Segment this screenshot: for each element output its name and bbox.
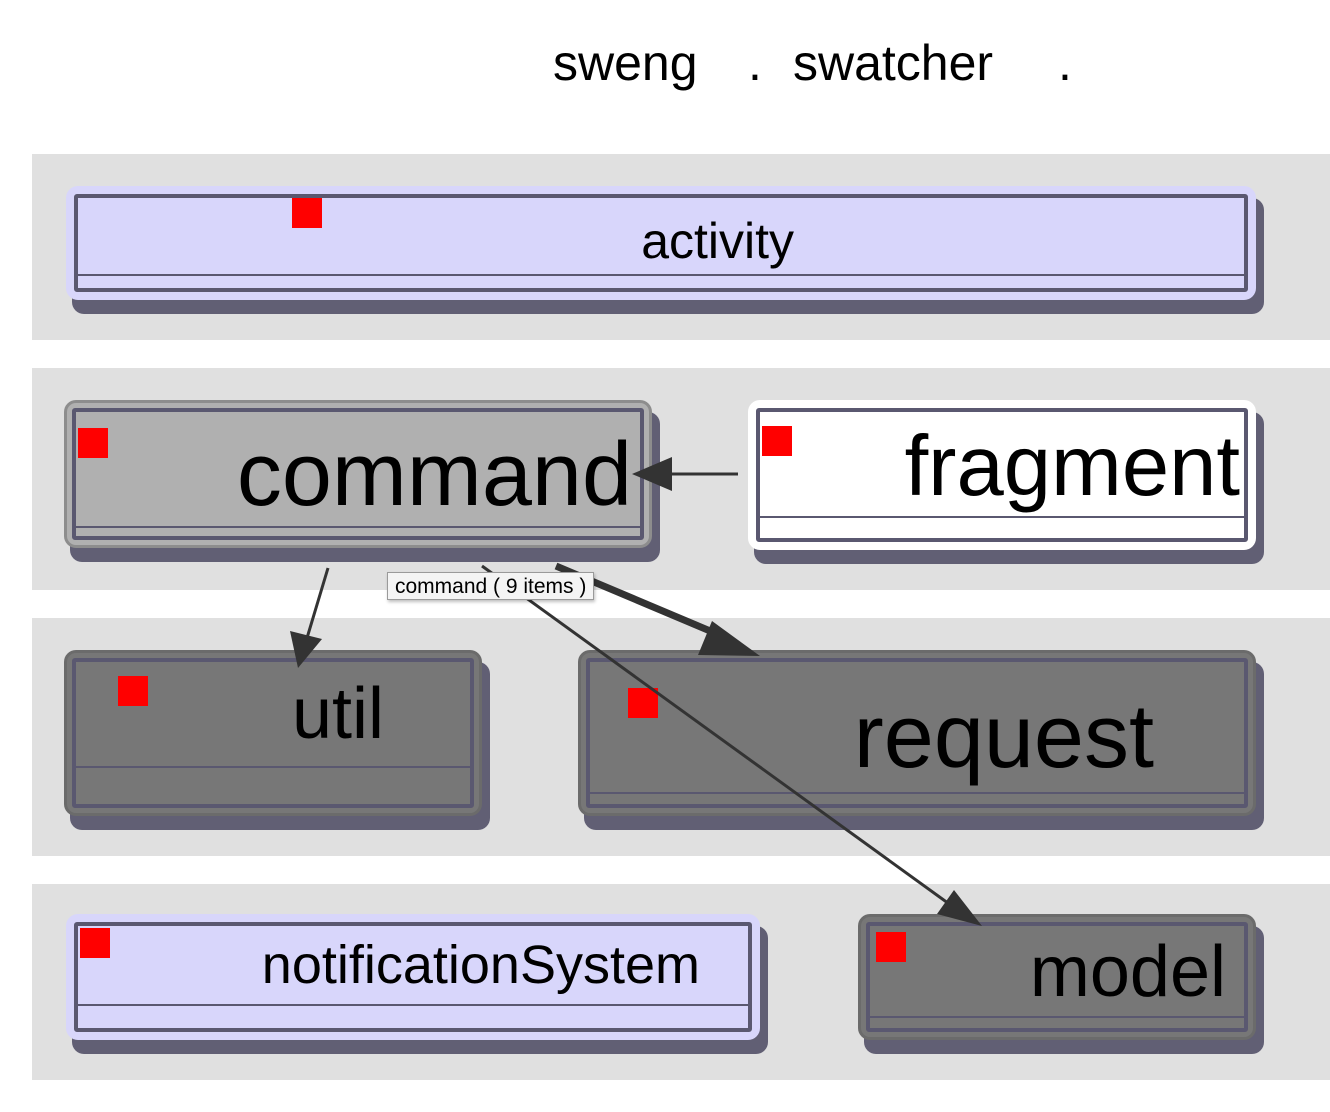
- package-label: model: [1029, 932, 1226, 1012]
- package-marker: [118, 676, 148, 706]
- package-label: notificationSystem: [261, 935, 700, 995]
- package-label: fragment: [904, 419, 1240, 514]
- package-label: request: [853, 687, 1154, 787]
- package-marker: [292, 198, 322, 228]
- package-command[interactable]: command: [64, 400, 660, 562]
- tooltip: command ( 9 items ): [387, 572, 595, 600]
- title-separator: .: [1058, 35, 1072, 91]
- title-segment-swatcher: swatcher: [793, 35, 994, 91]
- package-util[interactable]: util: [64, 650, 490, 830]
- package-marker: [876, 932, 906, 962]
- package-label: activity: [641, 213, 794, 269]
- title-separator: .: [748, 35, 762, 91]
- package-marker: [80, 928, 110, 958]
- package-notificationsystem[interactable]: notificationSystem: [66, 914, 768, 1054]
- title-segment-sweng: sweng: [553, 35, 698, 91]
- package-request[interactable]: request: [578, 650, 1264, 830]
- package-fragment[interactable]: fragment: [748, 400, 1264, 564]
- package-label: command: [236, 425, 632, 525]
- package-marker: [762, 426, 792, 456]
- package-activity[interactable]: activity: [66, 186, 1264, 314]
- package-model[interactable]: model: [858, 914, 1264, 1054]
- package-marker: [78, 428, 108, 458]
- package-label: util: [291, 674, 384, 754]
